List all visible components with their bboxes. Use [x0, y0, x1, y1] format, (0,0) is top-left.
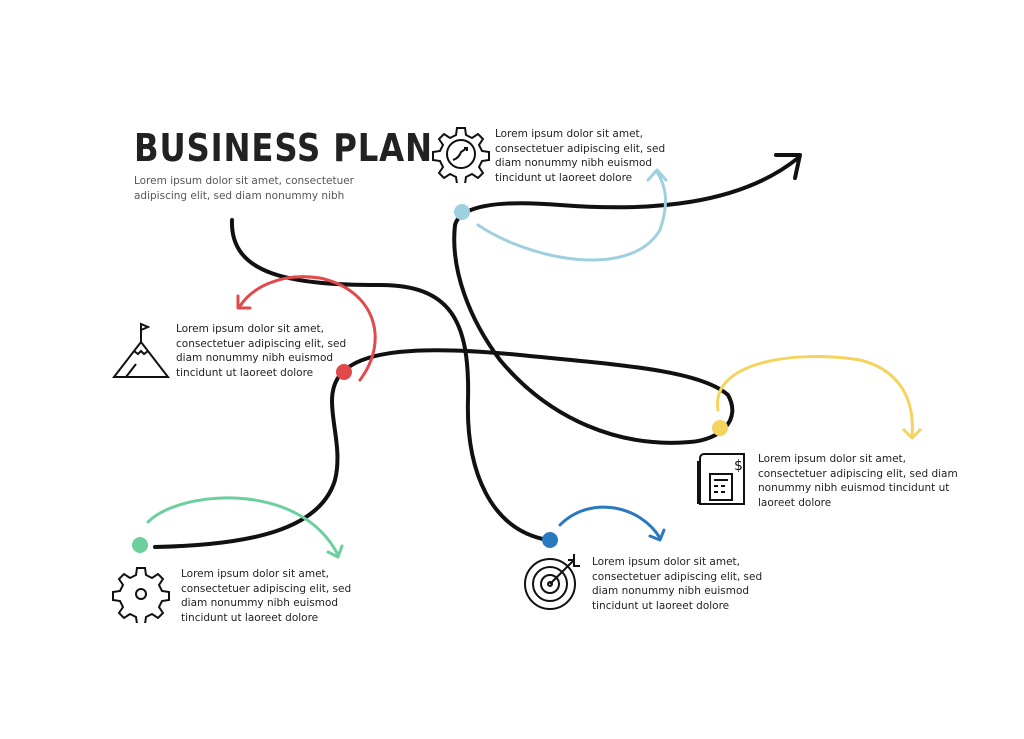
step-text-target: Lorem ipsum dolor sit amet, consectetuer…: [592, 556, 763, 612]
yellow-dot: [712, 420, 728, 436]
gear-icon: [112, 567, 170, 623]
blue-dot: [542, 532, 558, 548]
gear-strategy-icon: [432, 127, 490, 183]
step-text-finance: Lorem ipsum dolor sit amet, consectetuer…: [758, 453, 958, 509]
yellow-arrow: [716, 355, 914, 438]
green-arrow: [146, 496, 340, 557]
red-dot: [336, 364, 352, 380]
step-text-strategy: Lorem ipsum dolor sit amet, consectetuer…: [495, 128, 666, 184]
black-path-1: [229, 218, 550, 542]
light-blue-arrow: [476, 170, 668, 262]
target-icon: [524, 554, 580, 610]
page-title: BUSINESS PLAN: [134, 126, 433, 170]
step-text-operations: Lorem ipsum dolor sit amet, consectetuer…: [181, 568, 352, 624]
step-text-goal: Lorem ipsum dolor sit amet, consectetuer…: [176, 323, 347, 379]
light-blue-dot: [454, 204, 470, 220]
calculator-document-icon: $: [697, 453, 745, 505]
main-arrowhead: [774, 153, 802, 180]
subtitle: Lorem ipsum dolor sit amet, consectetuer…: [134, 175, 354, 202]
mountain-flag-icon: [112, 322, 170, 378]
green-dot: [132, 537, 148, 553]
blue-arrow: [558, 505, 662, 540]
svg-text:$: $: [734, 458, 743, 474]
red-arrow: [238, 275, 377, 382]
